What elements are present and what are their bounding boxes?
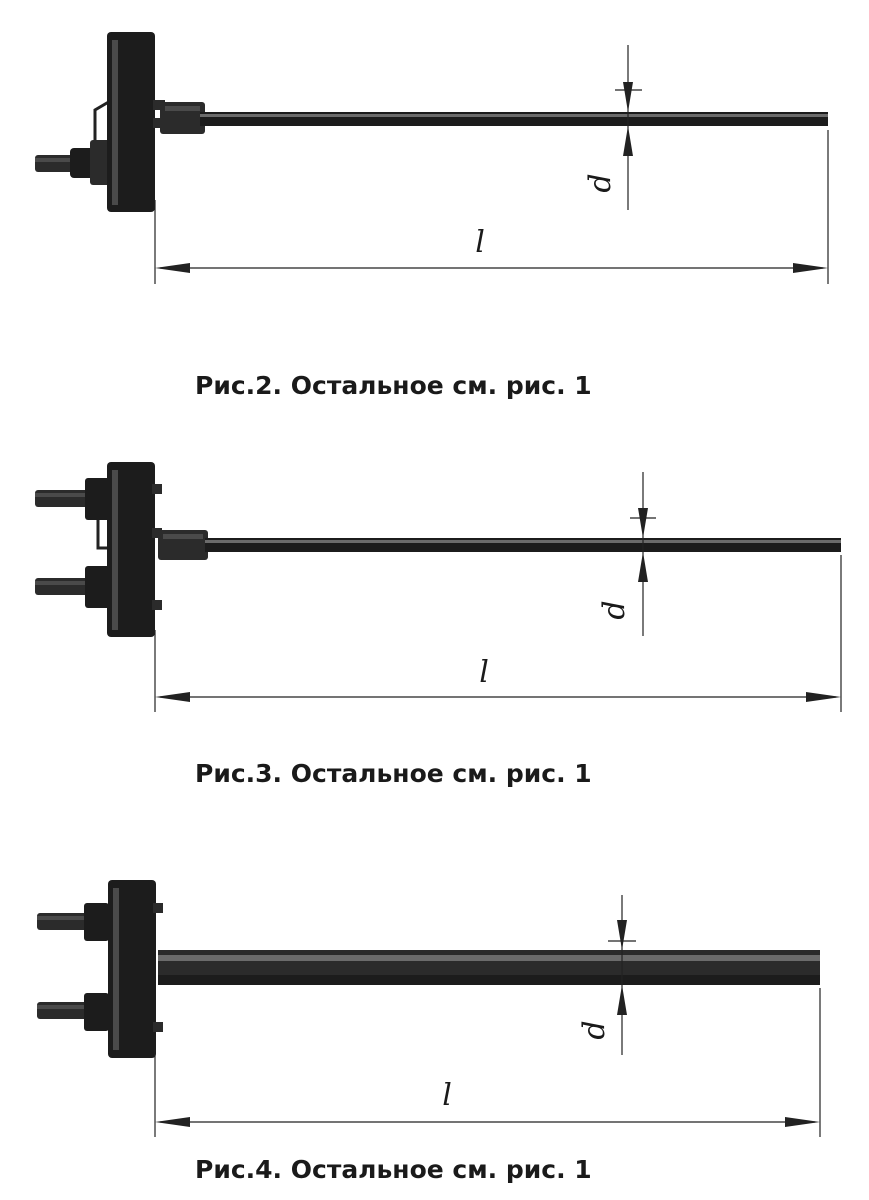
- figure-2: d l Рис.2. Остальное см. рис. 1: [35, 32, 829, 400]
- length-label-3: l: [442, 1078, 452, 1113]
- diameter-label-1: d: [583, 173, 618, 192]
- length-dimension-1: l: [154, 130, 829, 284]
- length-label-1: l: [475, 225, 485, 260]
- heater-assembly-2: [35, 462, 841, 637]
- heater-assembly-1: [35, 32, 828, 212]
- figure-caption-4: Рис.4. Остальное см. рис. 1: [195, 1155, 592, 1184]
- length-dimension-2: l: [154, 555, 842, 712]
- diameter-dimension-2: d: [597, 472, 656, 636]
- heater-assembly-3: [37, 880, 820, 1058]
- length-label-2: l: [479, 655, 489, 690]
- length-dimension-3: l: [154, 988, 821, 1137]
- diameter-dimension-3: d: [577, 895, 636, 1055]
- figure-4: d l Рис.4. Остальное см. рис. 1: [37, 880, 821, 1184]
- diameter-label-2: d: [597, 600, 632, 619]
- figure-caption-3: Рис.3. Остальное см. рис. 1: [195, 759, 592, 788]
- figure-3: d l Рис.3. Остальное см. рис. 1: [35, 462, 842, 788]
- figure-caption-2: Рис.2. Остальное см. рис. 1: [195, 371, 592, 400]
- diameter-dimension-1: d: [583, 45, 642, 210]
- diameter-label-3: d: [577, 1020, 612, 1039]
